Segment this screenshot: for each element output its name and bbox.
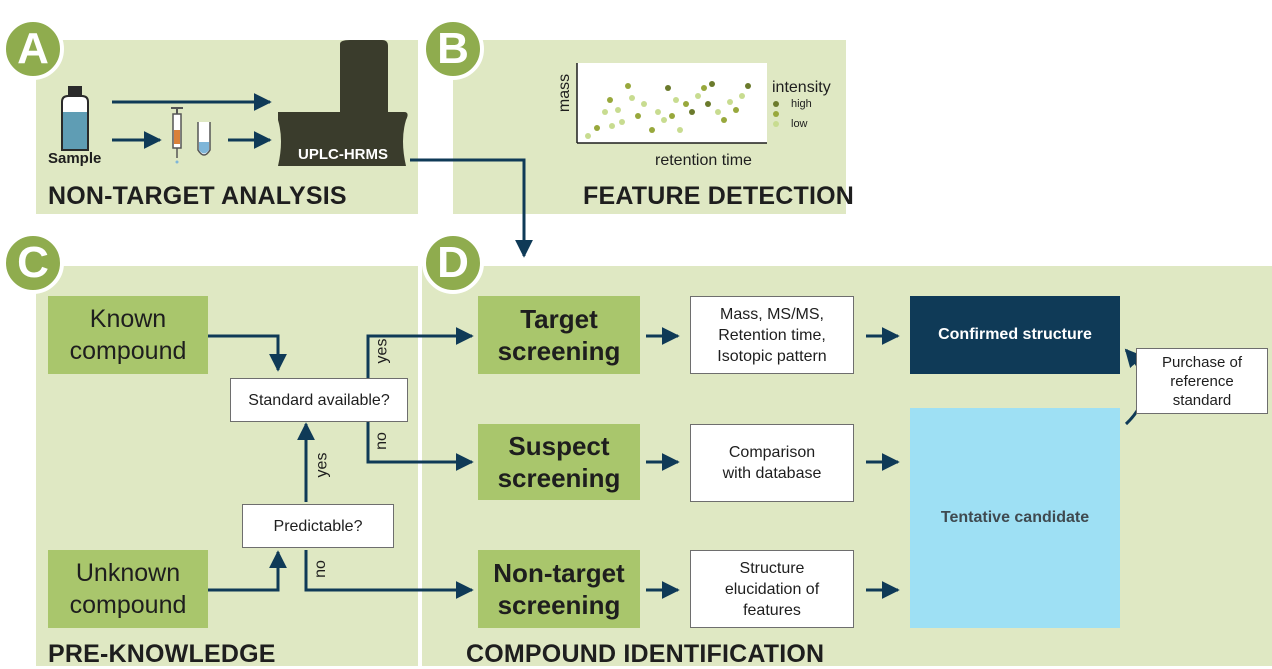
scatter-point [661,117,667,123]
unknown-compound-box: Unknown compound [48,550,208,628]
scatter-point [739,93,745,99]
scatter-point [715,109,721,115]
scatter-point [585,133,591,139]
panel-c-title: PRE-KNOWLEDGE [48,640,276,668]
scatter-point [695,93,701,99]
nontarget-screening-box: Non-target screening [478,550,640,628]
scatter-point [745,83,751,89]
yes-label-standard: yes [373,338,391,364]
target-info-box: Mass, MS/MS, Retention time, Isotopic pa… [690,296,854,374]
sample-bottle-icon [61,86,89,151]
sample-label: Sample [48,150,102,167]
scatter-point [709,81,715,87]
scatter-point [619,119,625,125]
scatter-point [594,125,600,131]
badge-d: D [422,232,484,294]
scatter-point [701,85,707,91]
tentative-candidate-box: Tentative candidate [910,408,1120,628]
nontarget-info-box: Structure elucidation of features [690,550,854,628]
scatter-point [615,107,621,113]
syringe-icon [171,107,183,164]
instrument-label: UPLC-HRMS [298,146,388,163]
suspect-info-box: Comparison with database [690,424,854,502]
predictable-question: Predictable? [242,504,394,548]
scatter-point [727,99,733,105]
scatter-point [689,109,695,115]
legend-low-dot [773,121,779,127]
scatter-point [607,97,613,103]
known-compound-box: Known compound [48,296,208,374]
standard-available-question: Standard available? [230,378,408,422]
scatter-point [669,113,675,119]
scatter-point [665,85,671,91]
no-label-standard: no [372,432,390,450]
scatter-point [629,95,635,101]
scatter-point [705,101,711,107]
legend-high: high [791,98,812,110]
mass-axis-label: mass [556,73,574,113]
scatter-point [677,127,683,133]
scatter-point [625,83,631,89]
scatter-point [649,127,655,133]
scatter-point [721,117,727,123]
scatter-point [683,101,689,107]
badge-b: B [422,18,484,80]
scatter-point [609,123,615,129]
retention-time-axis-label: retention time [655,152,752,169]
uplc-hrms-instrument [278,40,408,166]
legend-low: low [791,118,808,130]
scatter-point [673,97,679,103]
no-label-predictable: no [311,560,329,578]
scatter-point [655,109,661,115]
legend-title: intensity [772,79,831,96]
scatter-point [641,101,647,107]
panel-a-title: NON-TARGET ANALYSIS [48,182,347,210]
scatter-point [602,109,608,115]
scatter-point [635,113,641,119]
badge-c: C [2,232,64,294]
confirmed-structure-box: Confirmed structure [910,296,1120,374]
suspect-screening-box: Suspect screening [478,424,640,500]
purchase-reference-box: Purchase of reference standard [1136,348,1268,414]
panel-b-title: FEATURE DETECTION [583,182,854,210]
scatter-point [733,107,739,113]
yes-label-predictable: yes [313,452,331,478]
legend-high-dot [773,101,779,107]
scatter-plot [576,63,779,144]
legend-mid-dot [773,111,779,117]
target-screening-box: Target screening [478,296,640,374]
badge-a: A [2,18,64,80]
vial-icon [197,122,211,156]
panel-d-title: COMPOUND IDENTIFICATION [466,640,825,668]
